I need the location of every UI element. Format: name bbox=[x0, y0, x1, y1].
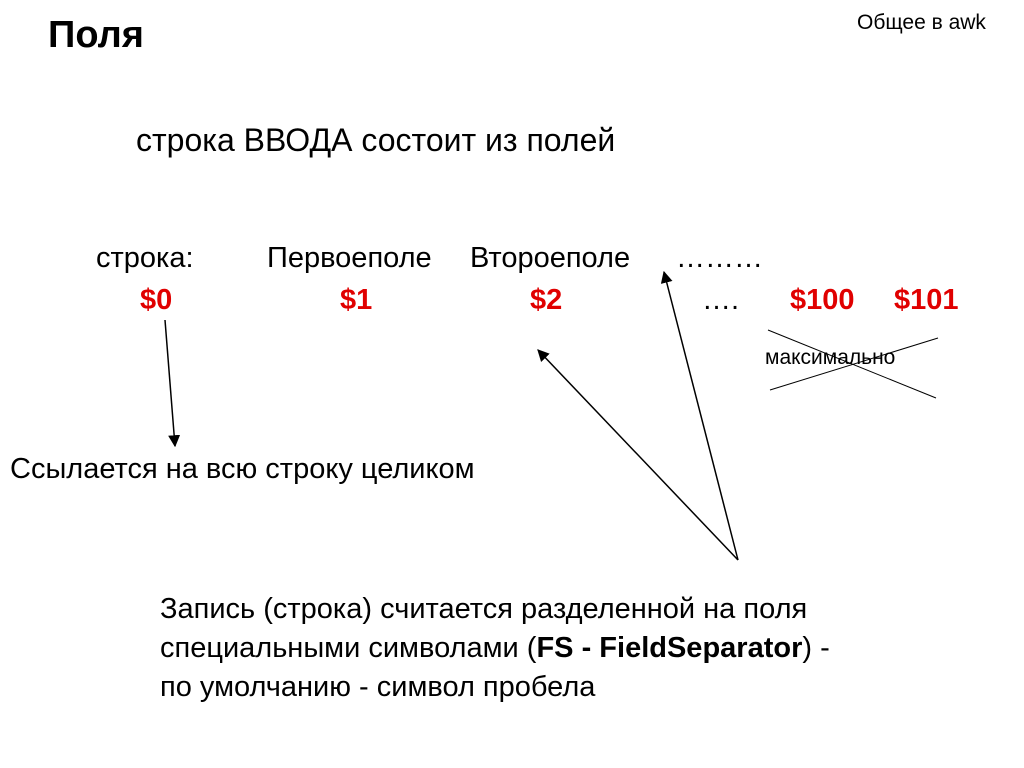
field-separator-note: Запись (строка) считается разделенной на… bbox=[160, 590, 830, 707]
example-field-2: Второеполе bbox=[470, 242, 631, 274]
field-var-ellipsis: …. bbox=[702, 284, 740, 316]
field-var-0: $0 bbox=[140, 284, 173, 316]
separator-line-1: Запись (строка) считается разделенной на… bbox=[160, 593, 808, 625]
arrow-to-dollar-two bbox=[537, 349, 739, 561]
example-field-1: Первоеполе bbox=[267, 242, 432, 274]
field-var-101: $101 bbox=[894, 284, 959, 316]
dollar-zero-note: Ссылается на всю строку целиком bbox=[10, 453, 475, 485]
arrow-to-second-field bbox=[660, 270, 739, 561]
field-var-2: $2 bbox=[530, 284, 563, 316]
field-var-1: $1 bbox=[340, 284, 373, 316]
row-label: строка: bbox=[96, 242, 194, 274]
slide-title: Поля bbox=[48, 14, 144, 56]
strike-line-b bbox=[769, 337, 939, 391]
separator-line-2: специальными символами (FS - FieldSepara… bbox=[160, 632, 830, 664]
crossed-out-note: максимально bbox=[765, 346, 896, 369]
section-label: Общее в awk bbox=[857, 11, 986, 34]
example-ellipsis: ……… bbox=[676, 242, 763, 274]
field-var-100: $100 bbox=[790, 284, 855, 316]
separator-line-3: по умолчанию - символ пробела bbox=[160, 671, 596, 703]
fs-term: FS - FieldSeparator bbox=[536, 632, 803, 664]
slide-subtitle: строка ВВОДА состоит из полей bbox=[136, 122, 616, 158]
strike-line-a bbox=[767, 329, 937, 399]
arrow-to-dollar-zero-note bbox=[164, 319, 181, 448]
